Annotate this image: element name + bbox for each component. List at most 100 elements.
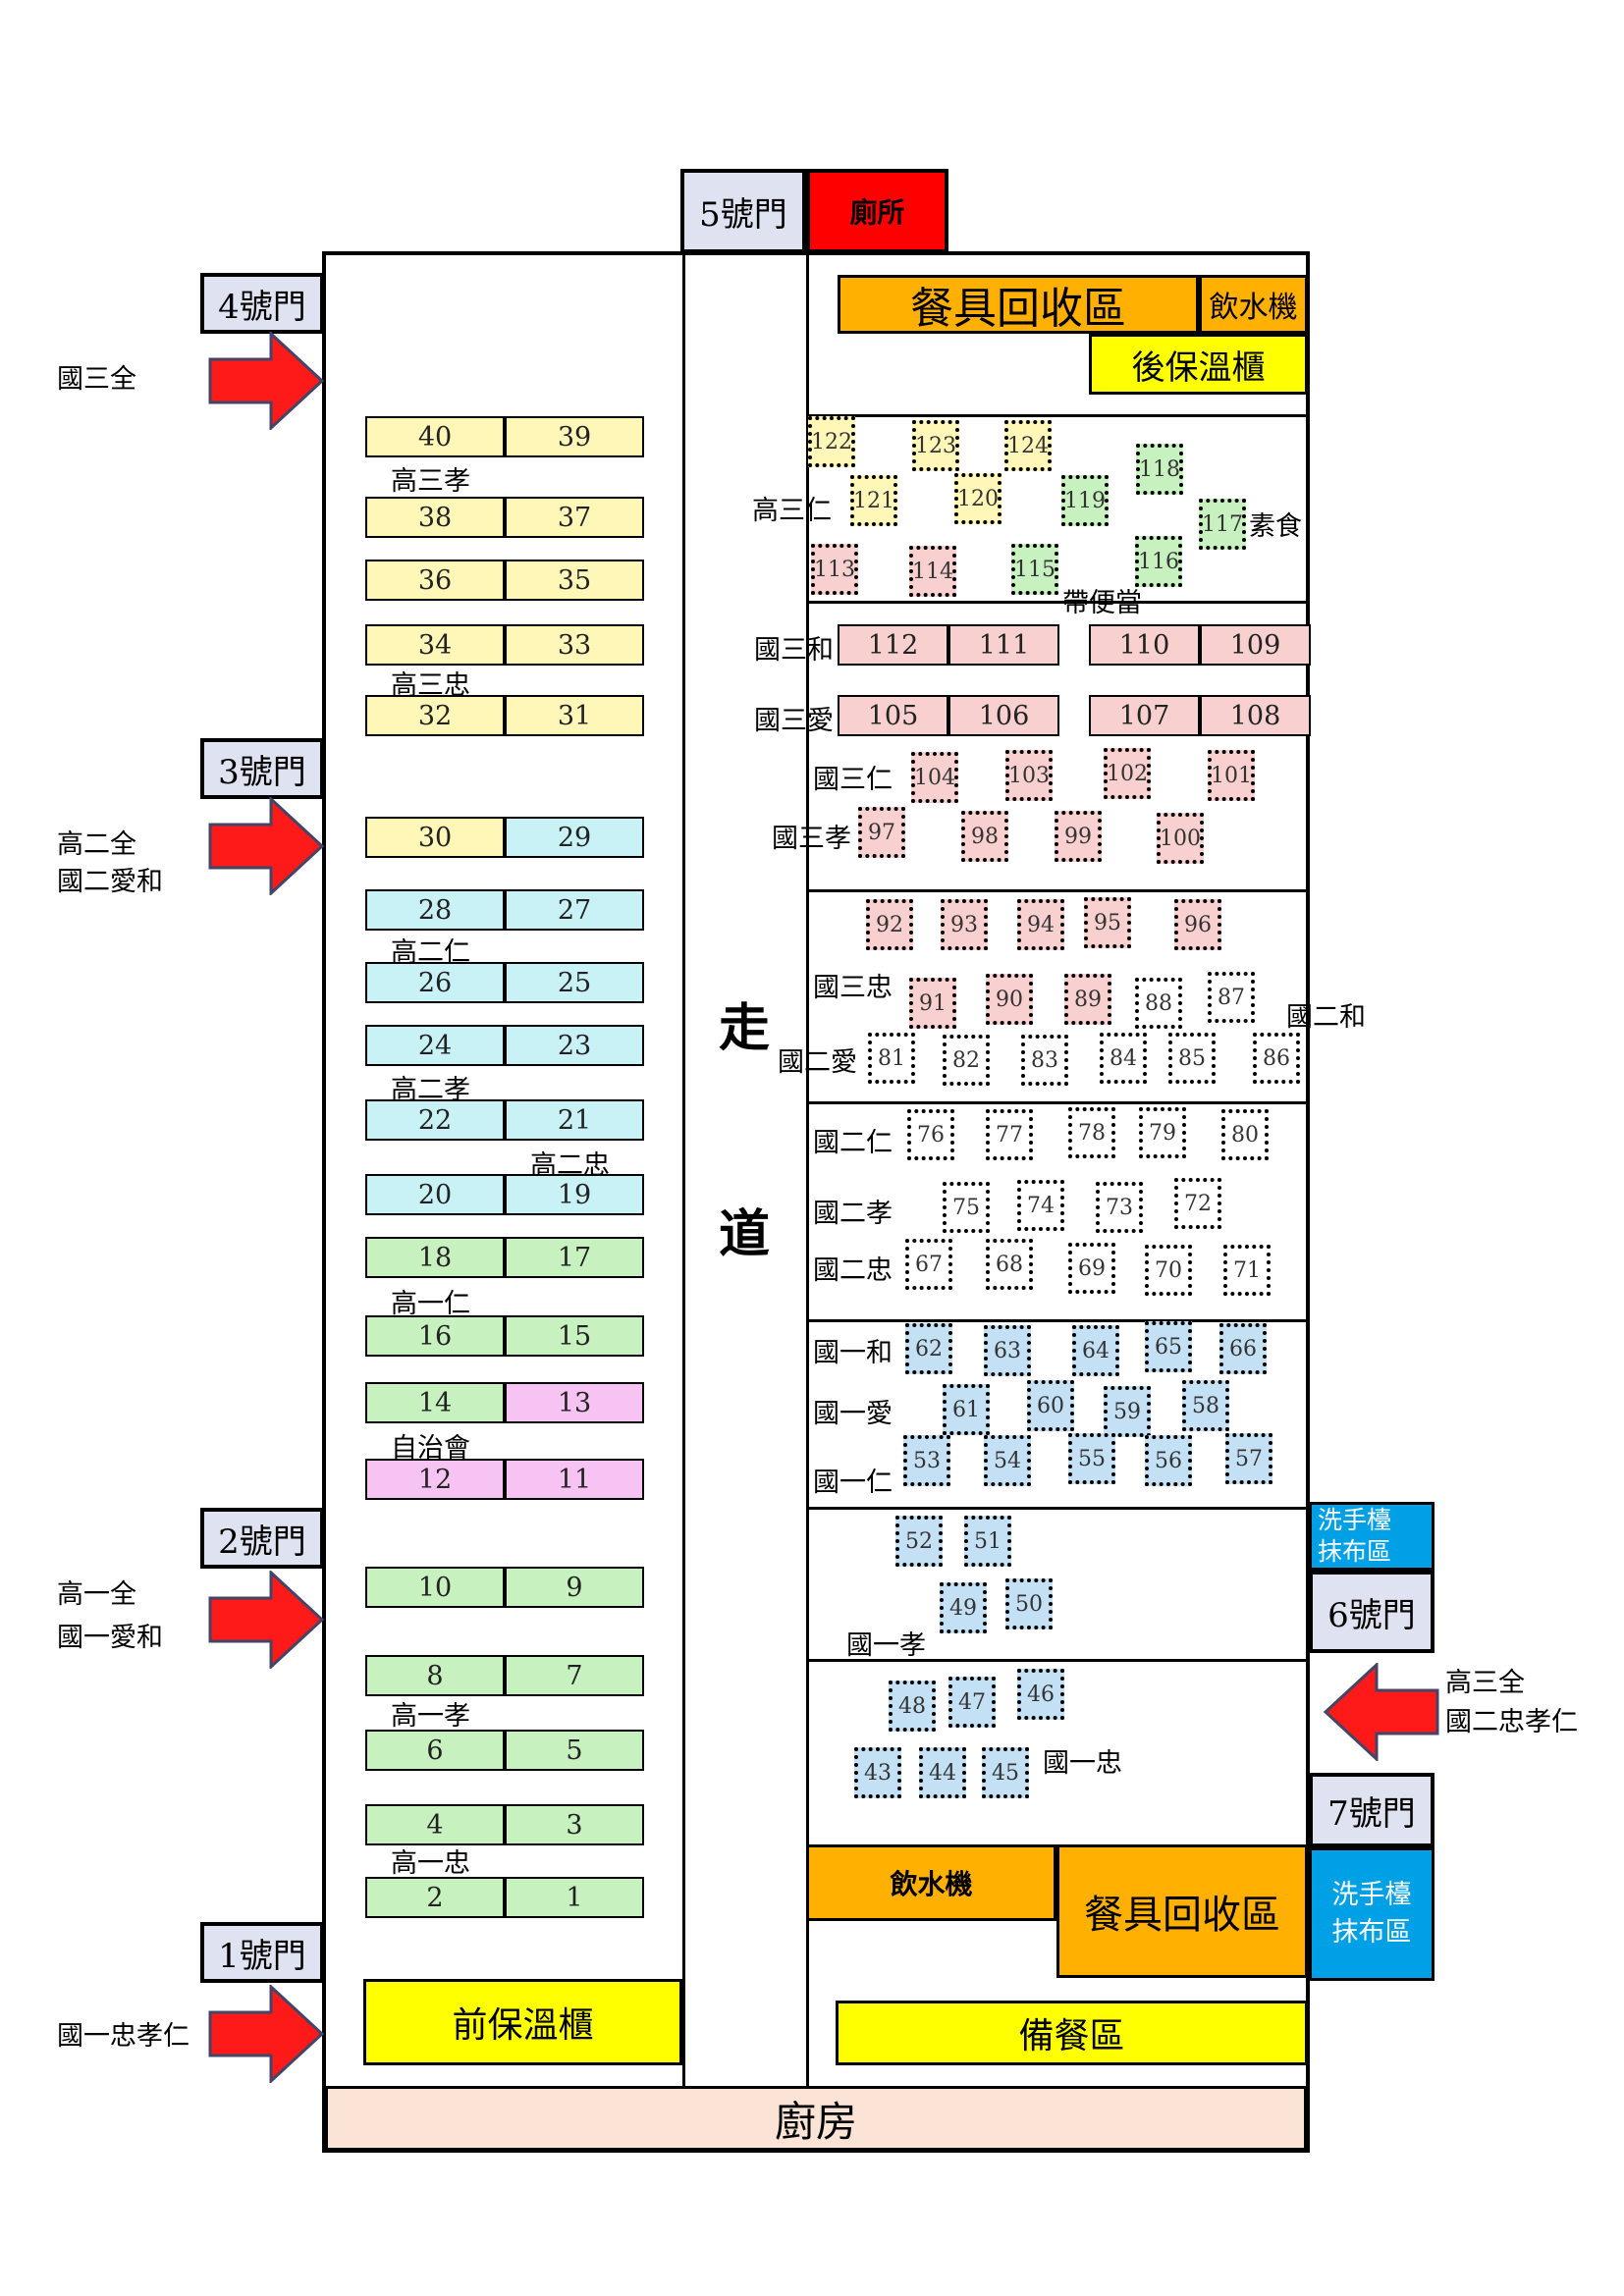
- table-86[interactable]: 86: [1253, 1033, 1300, 1084]
- table-39[interactable]: 39: [505, 416, 644, 457]
- table-13[interactable]: 13: [505, 1382, 644, 1423]
- sink-area-bottom[interactable]: 洗手檯 抹布區: [1309, 1847, 1435, 1981]
- water-dispenser-bottom[interactable]: 飲水機: [806, 1844, 1056, 1921]
- table-35[interactable]: 35: [505, 560, 644, 601]
- table-28[interactable]: 28: [365, 889, 505, 931]
- tableware-return-bottom[interactable]: 餐具回收區: [1056, 1844, 1308, 1978]
- table-79[interactable]: 79: [1139, 1107, 1186, 1158]
- table-20[interactable]: 20: [365, 1174, 505, 1215]
- front-warmer[interactable]: 前保溫櫃: [363, 1979, 682, 2065]
- table-92[interactable]: 92: [866, 899, 913, 950]
- table-36[interactable]: 36: [365, 560, 505, 601]
- back-warmer[interactable]: 後保溫櫃: [1089, 334, 1308, 395]
- table-115[interactable]: 115: [1011, 544, 1058, 595]
- table-109[interactable]: 109: [1200, 624, 1311, 666]
- table-53[interactable]: 53: [903, 1435, 950, 1486]
- table-51[interactable]: 51: [964, 1516, 1011, 1567]
- table-10[interactable]: 10: [365, 1567, 505, 1608]
- table-50[interactable]: 50: [1005, 1578, 1053, 1629]
- table-46[interactable]: 46: [1017, 1669, 1064, 1720]
- table-112[interactable]: 112: [838, 624, 948, 666]
- table-29[interactable]: 29: [505, 817, 644, 858]
- table-56[interactable]: 56: [1145, 1435, 1192, 1486]
- table-33[interactable]: 33: [505, 624, 644, 666]
- table-120[interactable]: 120: [954, 473, 1001, 524]
- table-12[interactable]: 12: [365, 1459, 505, 1500]
- table-117[interactable]: 117: [1199, 499, 1246, 550]
- table-116[interactable]: 116: [1135, 536, 1182, 587]
- table-94[interactable]: 94: [1017, 899, 1064, 950]
- table-105[interactable]: 105: [838, 695, 948, 736]
- table-104[interactable]: 104: [911, 752, 958, 803]
- table-123[interactable]: 123: [912, 420, 959, 471]
- table-52[interactable]: 52: [895, 1516, 943, 1567]
- table-11[interactable]: 11: [505, 1459, 644, 1500]
- table-54[interactable]: 54: [984, 1435, 1031, 1486]
- table-122[interactable]: 122: [808, 416, 855, 467]
- table-101[interactable]: 101: [1208, 750, 1255, 801]
- table-43[interactable]: 43: [854, 1747, 901, 1798]
- table-106[interactable]: 106: [948, 695, 1059, 736]
- table-90[interactable]: 90: [986, 974, 1033, 1025]
- table-81[interactable]: 81: [868, 1033, 915, 1084]
- table-9[interactable]: 9: [505, 1567, 644, 1608]
- table-5[interactable]: 5: [505, 1730, 644, 1771]
- table-26[interactable]: 26: [365, 962, 505, 1003]
- table-27[interactable]: 27: [505, 889, 644, 931]
- door-5[interactable]: 5號門: [680, 169, 806, 253]
- table-55[interactable]: 55: [1068, 1433, 1115, 1484]
- table-37[interactable]: 37: [505, 497, 644, 538]
- table-63[interactable]: 63: [984, 1325, 1031, 1376]
- table-99[interactable]: 99: [1055, 811, 1102, 862]
- table-17[interactable]: 17: [505, 1237, 644, 1278]
- table-1[interactable]: 1: [505, 1877, 644, 1918]
- table-48[interactable]: 48: [889, 1681, 936, 1732]
- table-80[interactable]: 80: [1221, 1109, 1269, 1160]
- table-121[interactable]: 121: [850, 475, 897, 526]
- table-34[interactable]: 34: [365, 624, 505, 666]
- table-85[interactable]: 85: [1168, 1033, 1216, 1084]
- table-47[interactable]: 47: [948, 1677, 996, 1728]
- table-82[interactable]: 82: [943, 1035, 990, 1086]
- door-2[interactable]: 2號門: [200, 1508, 324, 1569]
- table-88[interactable]: 88: [1135, 978, 1182, 1029]
- table-102[interactable]: 102: [1104, 748, 1151, 799]
- table-66[interactable]: 66: [1219, 1323, 1267, 1374]
- table-6[interactable]: 6: [365, 1730, 505, 1771]
- table-100[interactable]: 100: [1157, 813, 1204, 864]
- table-72[interactable]: 72: [1174, 1178, 1221, 1229]
- table-111[interactable]: 111: [948, 624, 1059, 666]
- table-110[interactable]: 110: [1089, 624, 1200, 666]
- table-97[interactable]: 97: [858, 807, 905, 858]
- door-7[interactable]: 7號門: [1309, 1773, 1435, 1847]
- table-62[interactable]: 62: [905, 1323, 952, 1374]
- table-64[interactable]: 64: [1072, 1325, 1119, 1376]
- table-49[interactable]: 49: [940, 1582, 987, 1633]
- table-24[interactable]: 24: [365, 1025, 505, 1066]
- table-23[interactable]: 23: [505, 1025, 644, 1066]
- table-103[interactable]: 103: [1005, 750, 1053, 801]
- table-67[interactable]: 67: [905, 1239, 952, 1290]
- table-4[interactable]: 4: [365, 1804, 505, 1845]
- table-16[interactable]: 16: [365, 1315, 505, 1357]
- table-124[interactable]: 124: [1004, 420, 1052, 471]
- door-1[interactable]: 1號門: [200, 1922, 324, 1983]
- door-6[interactable]: 6號門: [1309, 1571, 1435, 1653]
- toilet[interactable]: 廁所: [806, 169, 948, 253]
- table-45[interactable]: 45: [982, 1747, 1029, 1798]
- door-3[interactable]: 3號門: [200, 738, 324, 799]
- table-77[interactable]: 77: [986, 1109, 1033, 1160]
- table-15[interactable]: 15: [505, 1315, 644, 1357]
- table-2[interactable]: 2: [365, 1877, 505, 1918]
- table-119[interactable]: 119: [1061, 475, 1109, 526]
- tableware-return-top[interactable]: 餐具回收區: [838, 275, 1199, 334]
- table-69[interactable]: 69: [1068, 1243, 1115, 1294]
- table-107[interactable]: 107: [1089, 695, 1200, 736]
- table-22[interactable]: 22: [365, 1099, 505, 1141]
- table-98[interactable]: 98: [961, 811, 1008, 862]
- table-87[interactable]: 87: [1208, 972, 1255, 1023]
- table-83[interactable]: 83: [1021, 1035, 1068, 1086]
- sink-area-top[interactable]: 洗手檯 抹布區: [1309, 1502, 1435, 1571]
- table-113[interactable]: 113: [811, 544, 858, 595]
- table-7[interactable]: 7: [505, 1655, 644, 1696]
